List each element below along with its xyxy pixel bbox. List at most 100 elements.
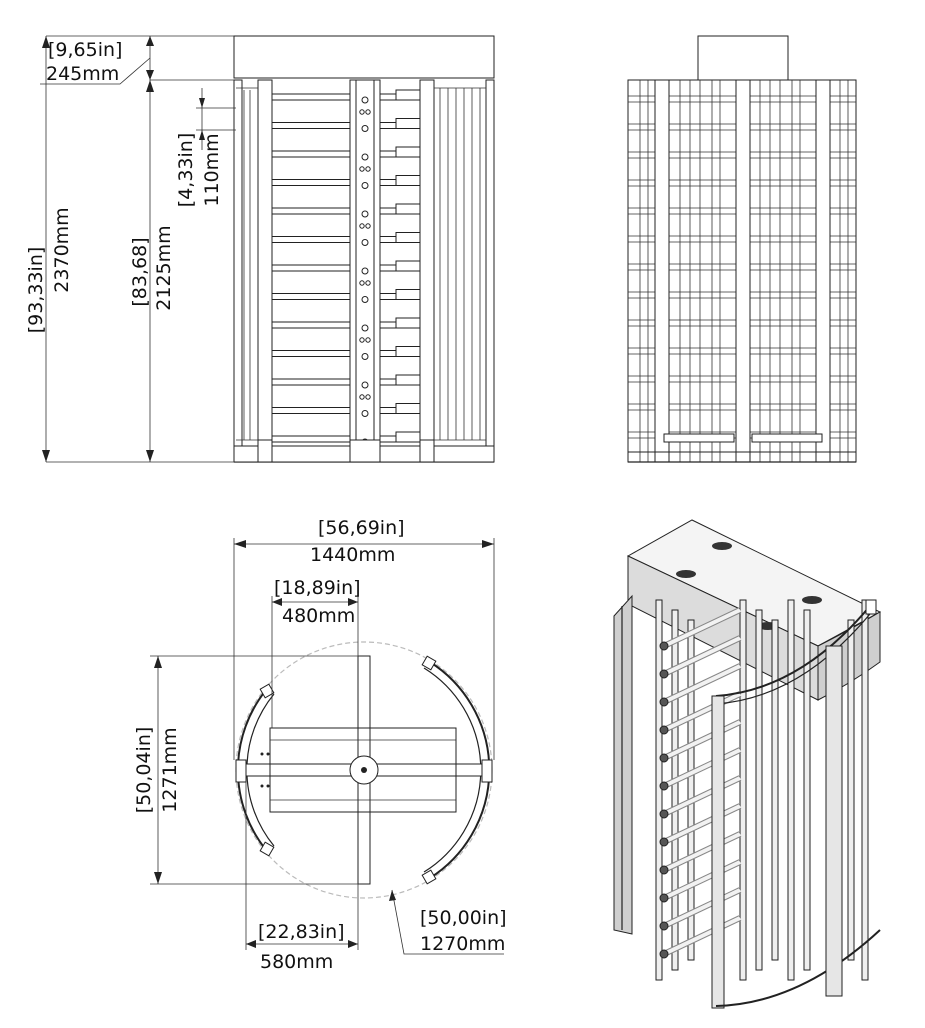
- body-height-in-label: [83,68]: [129, 237, 151, 306]
- side-post: [419, 79, 435, 463]
- shaft-hole: [361, 267, 369, 275]
- iso-arm: [663, 748, 741, 788]
- shaft-hole: [361, 182, 369, 189]
- side-arm-end: [395, 175, 421, 186]
- iso-post: [803, 609, 811, 971]
- depth-mm-label: 1271mm: [159, 727, 181, 812]
- side-arm-end: [395, 203, 421, 215]
- shaft-hole: [365, 280, 371, 286]
- side-arm-end: [395, 346, 421, 357]
- side-view: [9,65in] 245mm [93,33in] 2370mm [83,68] …: [25, 35, 495, 463]
- shaft-hole: [359, 280, 365, 286]
- iso-arm-end: [659, 641, 669, 651]
- shaft-hole: [361, 210, 369, 218]
- iso-arm: [663, 664, 741, 704]
- iso-gate-post: [711, 695, 725, 1009]
- shaft-hole: [365, 337, 371, 343]
- diameter-in-label: [50,00in]: [420, 907, 507, 929]
- iso-arm-end: [659, 725, 669, 735]
- side-arm-end: [395, 260, 421, 272]
- shaft-hole: [361, 410, 369, 417]
- iso-arm: [663, 608, 741, 648]
- total-width-mm-label: 1440mm: [310, 544, 395, 566]
- front-vertical-bars: [639, 80, 849, 462]
- top-view: [56,69in] 1440mm [18,89in] 480mm [50,04i…: [133, 517, 507, 973]
- iso-arm: [663, 776, 741, 816]
- side-arm-end: [395, 232, 421, 243]
- rotor-half-width-mm-label: 480mm: [282, 605, 355, 627]
- bar-spacing-mm-label: 110mm: [201, 133, 223, 206]
- shaft-hole: [365, 109, 371, 115]
- side-arms: [271, 89, 421, 443]
- iso-arm-end: [659, 949, 669, 959]
- depth-in-label: [50,04in]: [133, 727, 155, 814]
- iso-post: [787, 599, 795, 981]
- side-post: [257, 79, 273, 463]
- iso-post: [771, 619, 779, 961]
- shaft-hole: [359, 109, 365, 115]
- iso-arms: [659, 607, 742, 959]
- side-arm-end: [395, 146, 421, 158]
- shaft-hole: [361, 324, 369, 332]
- shaft-hole: [361, 296, 369, 303]
- side-arm-end: [395, 431, 421, 443]
- iso-arm-end: [659, 753, 669, 763]
- total-height-in-label: [93,33in]: [25, 247, 47, 334]
- shaft-hole: [361, 96, 369, 104]
- iso-arm-end: [659, 893, 669, 903]
- shaft-hole: [365, 166, 371, 172]
- iso-arm: [663, 720, 741, 760]
- cap-height-mm-label: 245mm: [46, 63, 119, 85]
- iso-arm-end: [659, 669, 669, 679]
- side-right-verticals: [439, 88, 481, 440]
- iso-arm: [663, 860, 741, 900]
- isometric-view: [613, 519, 882, 1009]
- front-view: [627, 35, 857, 463]
- iso-post: [671, 609, 679, 971]
- iso-arm-end: [659, 921, 669, 931]
- side-arm-end: [395, 403, 421, 414]
- side-arm-end: [395, 89, 421, 101]
- side-left-post: [233, 79, 243, 463]
- iso-arm-end: [659, 781, 669, 791]
- side-offset-mm-label: 580mm: [260, 951, 333, 973]
- bar-spacing-in-label: [4,33in]: [175, 133, 197, 207]
- side-arm-end: [395, 374, 421, 386]
- iso-posts: [655, 599, 869, 981]
- shaft-hole: [365, 394, 371, 400]
- iso-post: [861, 599, 869, 981]
- iso-arm: [663, 692, 741, 732]
- shaft-hole: [361, 353, 369, 360]
- iso-arm: [663, 636, 741, 676]
- side-offset-in-label: [22,83in]: [258, 921, 345, 943]
- total-width-in-label: [56,69in]: [318, 517, 405, 539]
- cap-height-in-label: [9,65in]: [48, 39, 122, 61]
- shaft-hole: [365, 223, 371, 229]
- iso-arm: [663, 916, 741, 956]
- side-arm-end: [395, 289, 421, 300]
- total-height-mm-label: 2370mm: [51, 207, 73, 292]
- shaft-hole: [361, 125, 369, 132]
- diameter-mm-label: 1270mm: [420, 933, 505, 955]
- iso-post: [847, 619, 855, 961]
- iso-post: [687, 619, 695, 961]
- side-right-post: [485, 79, 495, 463]
- shaft-hole: [359, 223, 365, 229]
- shaft-hole: [361, 381, 369, 389]
- side-arm-end: [395, 118, 421, 129]
- rotor-half-width-in-label: [18,89in]: [274, 577, 361, 599]
- iso-arm: [663, 804, 741, 844]
- shaft-hole: [359, 337, 365, 343]
- iso-arm-end: [659, 809, 669, 819]
- shaft-hole: [359, 394, 365, 400]
- shaft-hole: [361, 239, 369, 246]
- body-height-mm-label: 2125mm: [153, 225, 175, 310]
- iso-arm: [663, 888, 741, 928]
- front-top-box: [697, 35, 789, 81]
- shaft-hole: [361, 153, 369, 161]
- iso-post: [755, 609, 763, 971]
- side-arm-end: [395, 317, 421, 329]
- iso-arm-end: [659, 697, 669, 707]
